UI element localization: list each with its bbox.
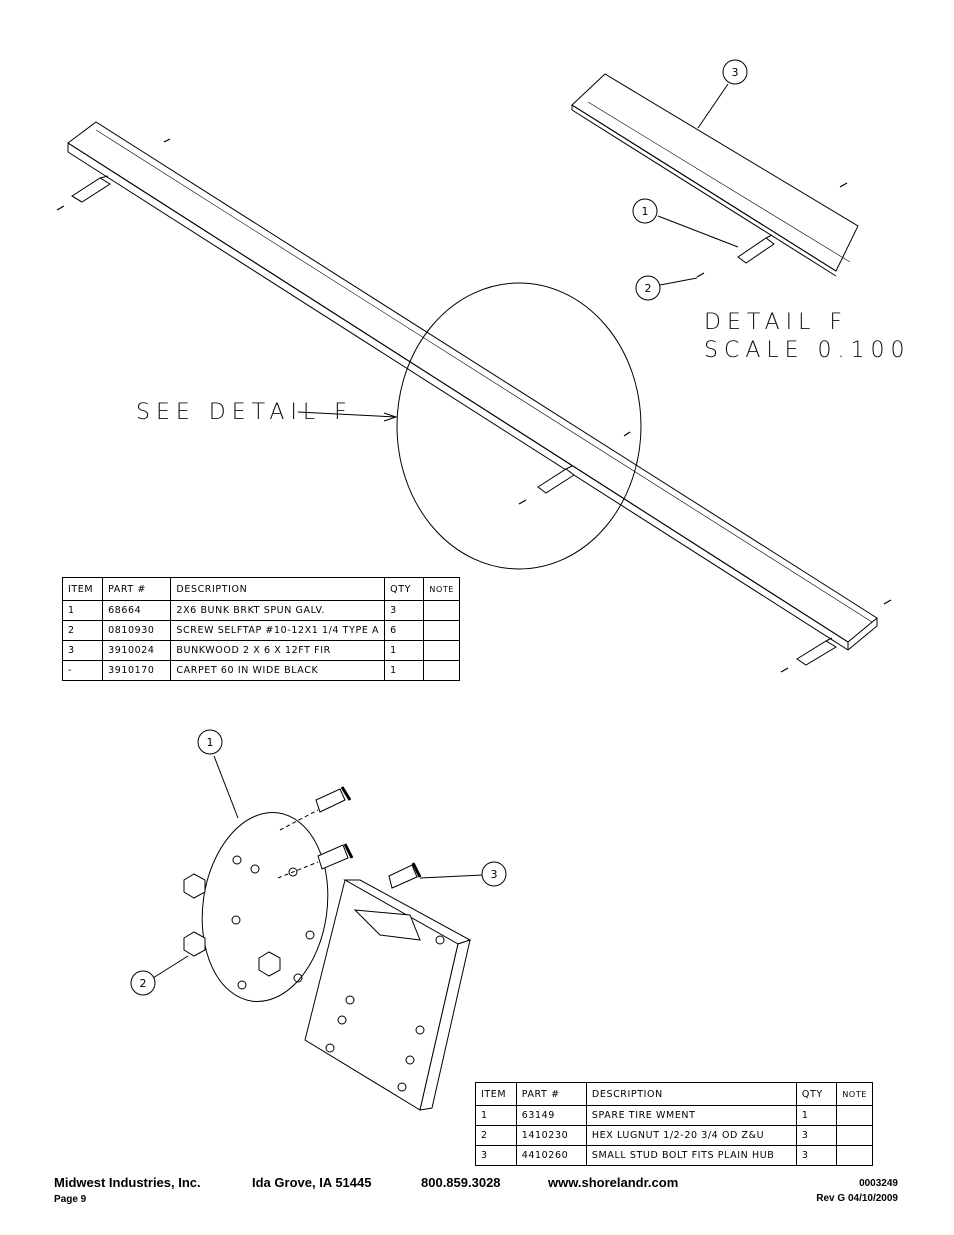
footer-page: Page 9	[54, 1194, 87, 1205]
cell: 2	[475, 1125, 517, 1146]
cell: 1	[384, 660, 425, 681]
cell	[423, 640, 460, 661]
table-header-row: ITEM PART # DESCRIPTION QTY NOTE	[475, 1082, 873, 1106]
footer-phone: 800.859.3028	[421, 1175, 501, 1190]
footer-company: Midwest Industries, Inc.	[54, 1175, 201, 1190]
cell: HEX LUGNUT 1/2-20 3/4 OD Z&U	[585, 1125, 797, 1146]
cell: 0810930	[102, 620, 172, 641]
cell: 1410230	[515, 1125, 587, 1146]
svg-text:3: 3	[732, 66, 739, 79]
svg-text:1: 1	[207, 736, 214, 749]
see-detail-label: SEE DETAIL F	[136, 400, 353, 425]
header-item: ITEM	[475, 1082, 517, 1106]
header-note: NOTE	[836, 1082, 873, 1106]
table-row: 1 68664 2X6 BUNK BRKT SPUN GALV. 3	[61, 600, 460, 621]
detail-scale: SCALE 0.100	[704, 338, 911, 363]
cell: 6	[384, 620, 425, 641]
table-row: 1 63149 SPARE TIRE WMENT 1	[475, 1105, 873, 1126]
footer-revision: Rev G 04/10/2009	[816, 1193, 898, 1204]
detail-circle	[396, 282, 642, 570]
callout-top-2: 2	[635, 275, 661, 301]
cell: BUNKWOOD 2 X 6 X 12FT FIR	[170, 640, 386, 661]
bracket-left	[71, 175, 111, 203]
cell: 68664	[102, 600, 172, 621]
bracket-middle	[537, 465, 575, 494]
header-qty: QTY	[795, 1082, 838, 1106]
cell: -	[61, 660, 104, 681]
callout-bottom-3: 3	[481, 861, 507, 887]
header-part: PART #	[102, 577, 172, 601]
cell: CARPET 60 IN WIDE BLACK	[170, 660, 386, 681]
tire-mount-bracket	[304, 879, 472, 1111]
cell: 3910024	[102, 640, 172, 661]
detail-bracket	[737, 234, 775, 264]
cell: 3	[61, 640, 104, 661]
detail-board	[571, 73, 859, 277]
footer-city: Ida Grove, IA 51445	[252, 1175, 372, 1190]
svg-text:1: 1	[642, 205, 649, 218]
lug-nuts	[183, 873, 281, 977]
cell: SPARE TIRE WMENT	[585, 1105, 797, 1126]
table-header-row: ITEM PART # DESCRIPTION QTY NOTE	[61, 577, 460, 601]
cell	[836, 1145, 873, 1166]
see-detail-arrow	[297, 411, 398, 422]
cell: 2X6 BUNK BRKT SPUN GALV.	[170, 600, 386, 621]
stud-bolts	[277, 786, 422, 889]
cell: 1	[795, 1105, 838, 1126]
cell	[836, 1105, 873, 1126]
bunk-board	[67, 121, 878, 651]
cell: 2	[61, 620, 104, 641]
screws	[56, 138, 892, 673]
table-row: 2 0810930 SCREW SELFTAP #10-12X1 1/4 TYP…	[61, 620, 460, 641]
header-part: PART #	[515, 1082, 587, 1106]
cell	[423, 600, 460, 621]
svg-text:2: 2	[645, 282, 652, 295]
header-description: DESCRIPTION	[585, 1082, 797, 1106]
callout-top-1: 1	[632, 198, 658, 224]
header-description: DESCRIPTION	[170, 577, 386, 601]
cell: SMALL STUD BOLT FITS PLAIN HUB	[585, 1145, 797, 1166]
cell: 63149	[515, 1105, 587, 1126]
cell: 1	[384, 640, 425, 661]
callout-bottom-1: 1	[197, 729, 223, 755]
table-row: 3 3910024 BUNKWOOD 2 X 6 X 12FT FIR 1	[61, 640, 460, 661]
cell: 3910170	[102, 660, 172, 681]
cell: 1	[475, 1105, 517, 1126]
header-item: ITEM	[61, 577, 104, 601]
table-row: 2 1410230 HEX LUGNUT 1/2-20 3/4 OD Z&U 3	[475, 1125, 873, 1146]
detail-title: DETAIL F	[704, 310, 849, 335]
cell: 3	[795, 1145, 838, 1166]
cell	[423, 660, 460, 681]
cell: 1	[61, 600, 104, 621]
table-row: - 3910170 CARPET 60 IN WIDE BLACK 1	[61, 660, 460, 681]
cell: SCREW SELFTAP #10-12X1 1/4 TYPE A	[170, 620, 386, 641]
cell	[836, 1125, 873, 1146]
header-note: NOTE	[423, 577, 460, 601]
footer-website: www.shorelandr.com	[548, 1175, 679, 1190]
cell	[423, 620, 460, 641]
bom-table-bottom: ITEM PART # DESCRIPTION QTY NOTE 1 63149…	[475, 1082, 873, 1166]
callout-bottom-2: 2	[130, 970, 156, 996]
table-row: 3 4410260 SMALL STUD BOLT FITS PLAIN HUB…	[475, 1145, 873, 1166]
svg-text:3: 3	[491, 868, 498, 881]
tire-mount-plate	[201, 812, 329, 1002]
cell: 3	[795, 1125, 838, 1146]
callout-top-3: 3	[722, 59, 748, 85]
bom-table-top: ITEM PART # DESCRIPTION QTY NOTE 1 68664…	[61, 577, 460, 681]
header-qty: QTY	[384, 577, 425, 601]
bracket-right	[796, 637, 837, 666]
svg-text:2: 2	[140, 977, 147, 990]
cell: 3	[384, 600, 425, 621]
footer-doc-number: 0003249	[859, 1178, 898, 1189]
cell: 4410260	[515, 1145, 587, 1166]
cell: 3	[475, 1145, 517, 1166]
